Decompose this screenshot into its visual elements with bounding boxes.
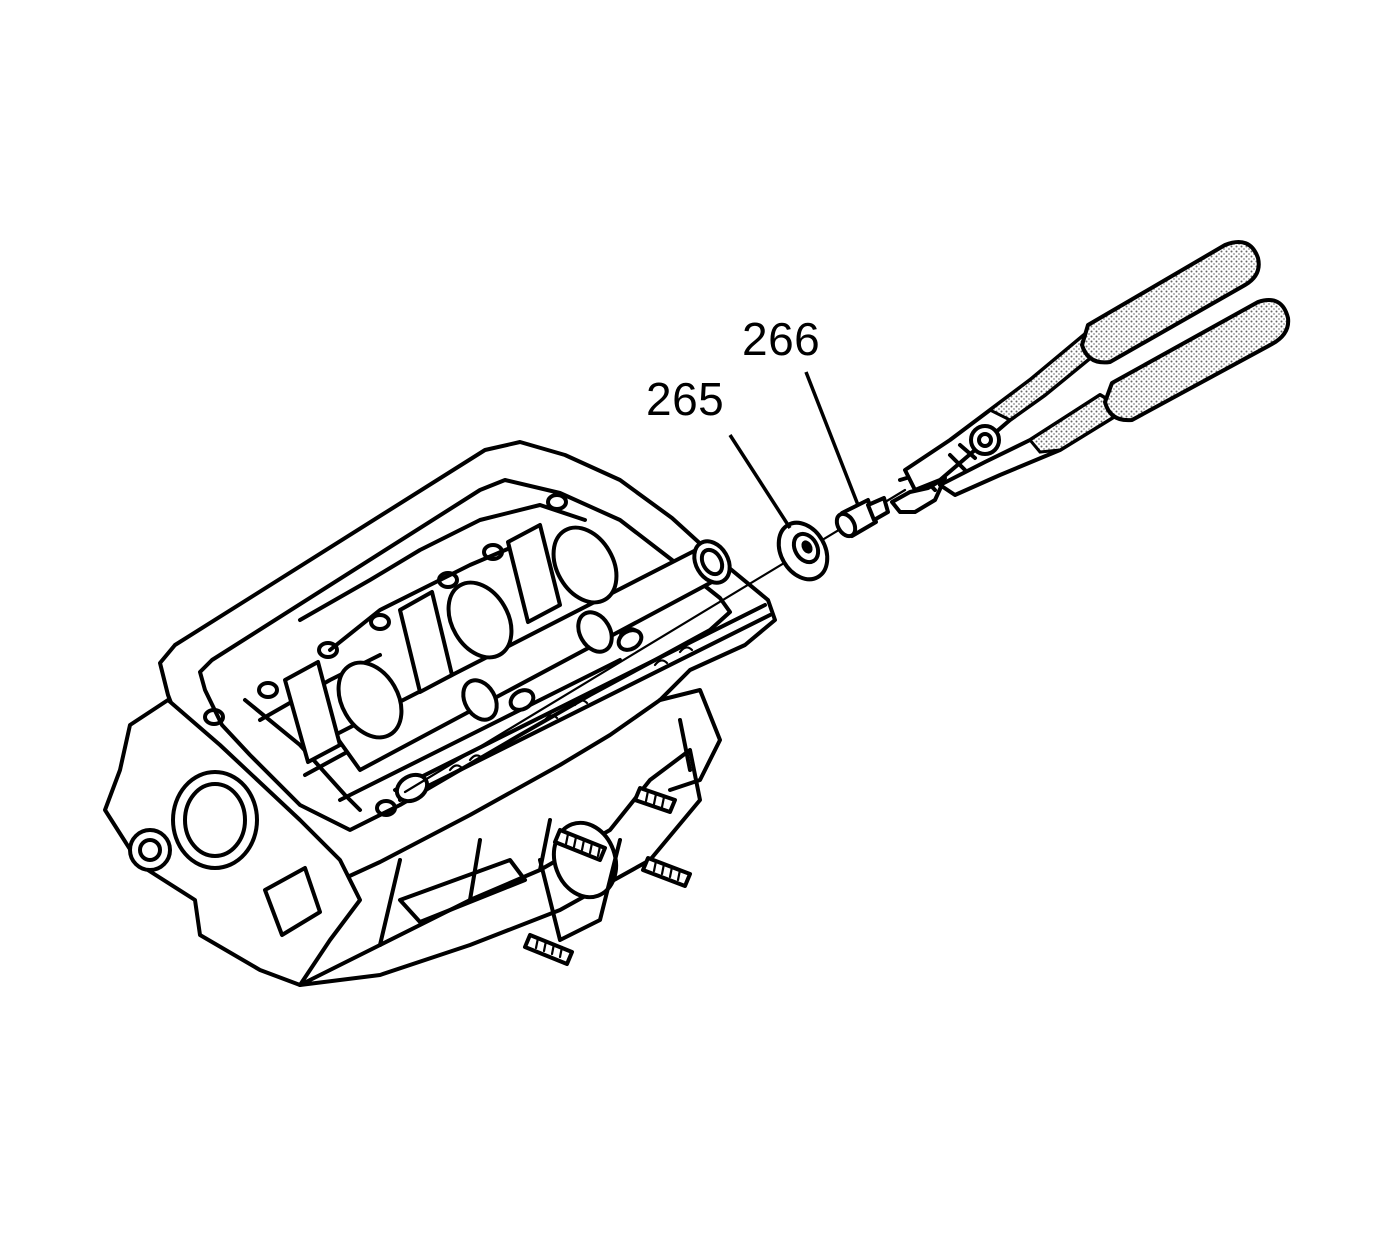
cylinder-head-icon: [103, 440, 777, 987]
pliers-icon: [890, 240, 1291, 514]
callout-label-266: 266: [742, 313, 821, 365]
stud-bolt-icon: [523, 786, 692, 966]
leader-line-265: [728, 434, 792, 529]
valve-stem-key-icon: [834, 496, 890, 539]
leader-line-266: [804, 371, 860, 506]
callout-label-265: 265: [646, 373, 725, 425]
valve-stem-seal-icon: [776, 520, 830, 582]
